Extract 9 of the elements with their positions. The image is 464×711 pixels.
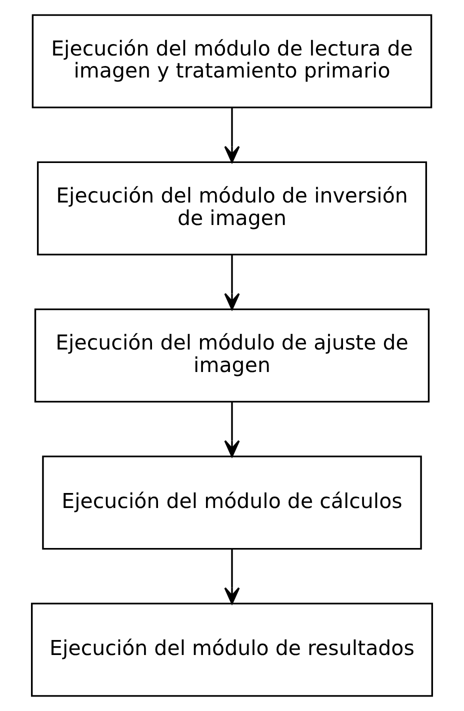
arrow	[224, 549, 240, 604]
arrow	[224, 254, 240, 310]
node-box: Ejecución del módulo de lectura de imagen y tratamiento primario	[32, 14, 432, 108]
node-box: Ejecución del módulo de resultados	[31, 602, 433, 697]
arrow	[224, 402, 240, 458]
node-box: Ejecución del módulo de inversión de imagen	[36, 161, 428, 256]
arrow	[224, 108, 240, 163]
node-box: Ejecución del módulo de ajuste de imagen	[34, 308, 430, 403]
node-box: Ejecución del módulo de cálculos	[42, 456, 422, 550]
